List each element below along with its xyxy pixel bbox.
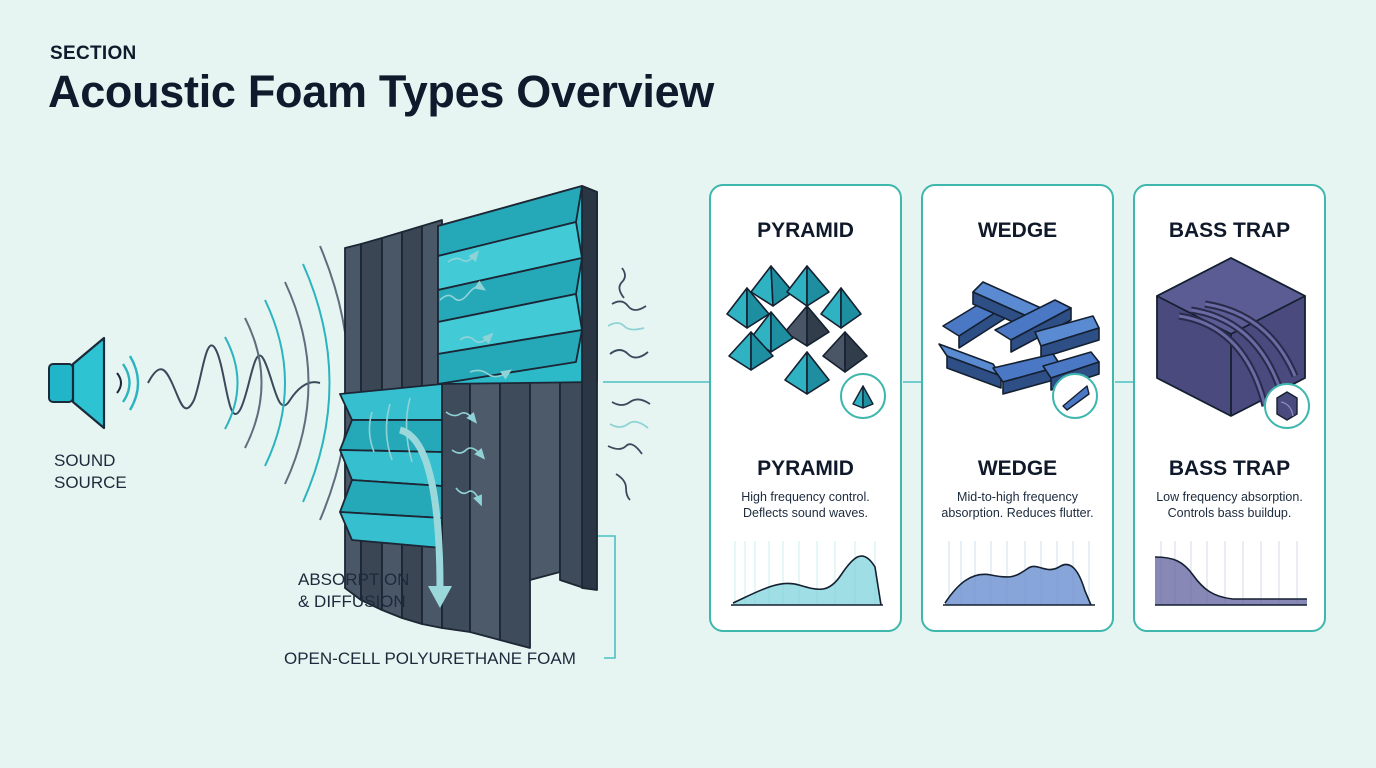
- pyramid-illustration: [726, 265, 886, 419]
- card-heading: WEDGE: [977, 219, 1058, 242]
- card-heading: BASS TRAP: [1168, 219, 1291, 242]
- card-name: WEDGE: [977, 457, 1058, 480]
- page-title: Acoustic Foam Types Overview: [48, 66, 715, 117]
- card-description: Low frequency absorption. Controls bass …: [1156, 490, 1303, 520]
- wedge-response-chart: [943, 541, 1095, 606]
- card-bass-trap[interactable]: BASS TRAP BASS TRAP Low frequency absorp…: [1133, 184, 1326, 632]
- speaker-icon: [48, 336, 140, 430]
- material-label: OPEN-CELL POLYURETHANE FOAM: [284, 649, 576, 668]
- card-description: Mid-to-high frequency absorption. Reduce…: [941, 490, 1094, 520]
- card-name: PYRAMID: [757, 457, 854, 480]
- card-name: BASS TRAP: [1168, 457, 1291, 480]
- bass-trap-illustration: [1156, 257, 1310, 429]
- bass-trap-icon: [1276, 391, 1298, 421]
- wedge-icon: [1062, 385, 1090, 411]
- card-wedge[interactable]: WEDGE WEDGE Mid-to-high frequency absorp…: [921, 184, 1114, 632]
- pyramid-icon: [852, 385, 874, 409]
- foam-panel: [339, 185, 598, 649]
- wedge-illustration: [938, 281, 1100, 419]
- card-description: High frequency control. Deflects sound w…: [741, 490, 870, 520]
- absorption-label: ABSORPTION & DIFFUSION: [298, 570, 410, 611]
- bass-trap-response-chart: [1154, 541, 1307, 606]
- card-pyramid[interactable]: PYRAMID PYRAMID High frequency control. …: [709, 184, 902, 632]
- absorption-arrow: [398, 426, 452, 608]
- pyramid-response-chart: [731, 541, 883, 606]
- section-eyebrow: SECTION: [50, 43, 137, 64]
- card-heading: PYRAMID: [757, 219, 854, 242]
- sound-source-label: SOUND SOURCE: [54, 451, 127, 492]
- propagation-arcs: [224, 245, 350, 521]
- exit-waves: [607, 267, 651, 501]
